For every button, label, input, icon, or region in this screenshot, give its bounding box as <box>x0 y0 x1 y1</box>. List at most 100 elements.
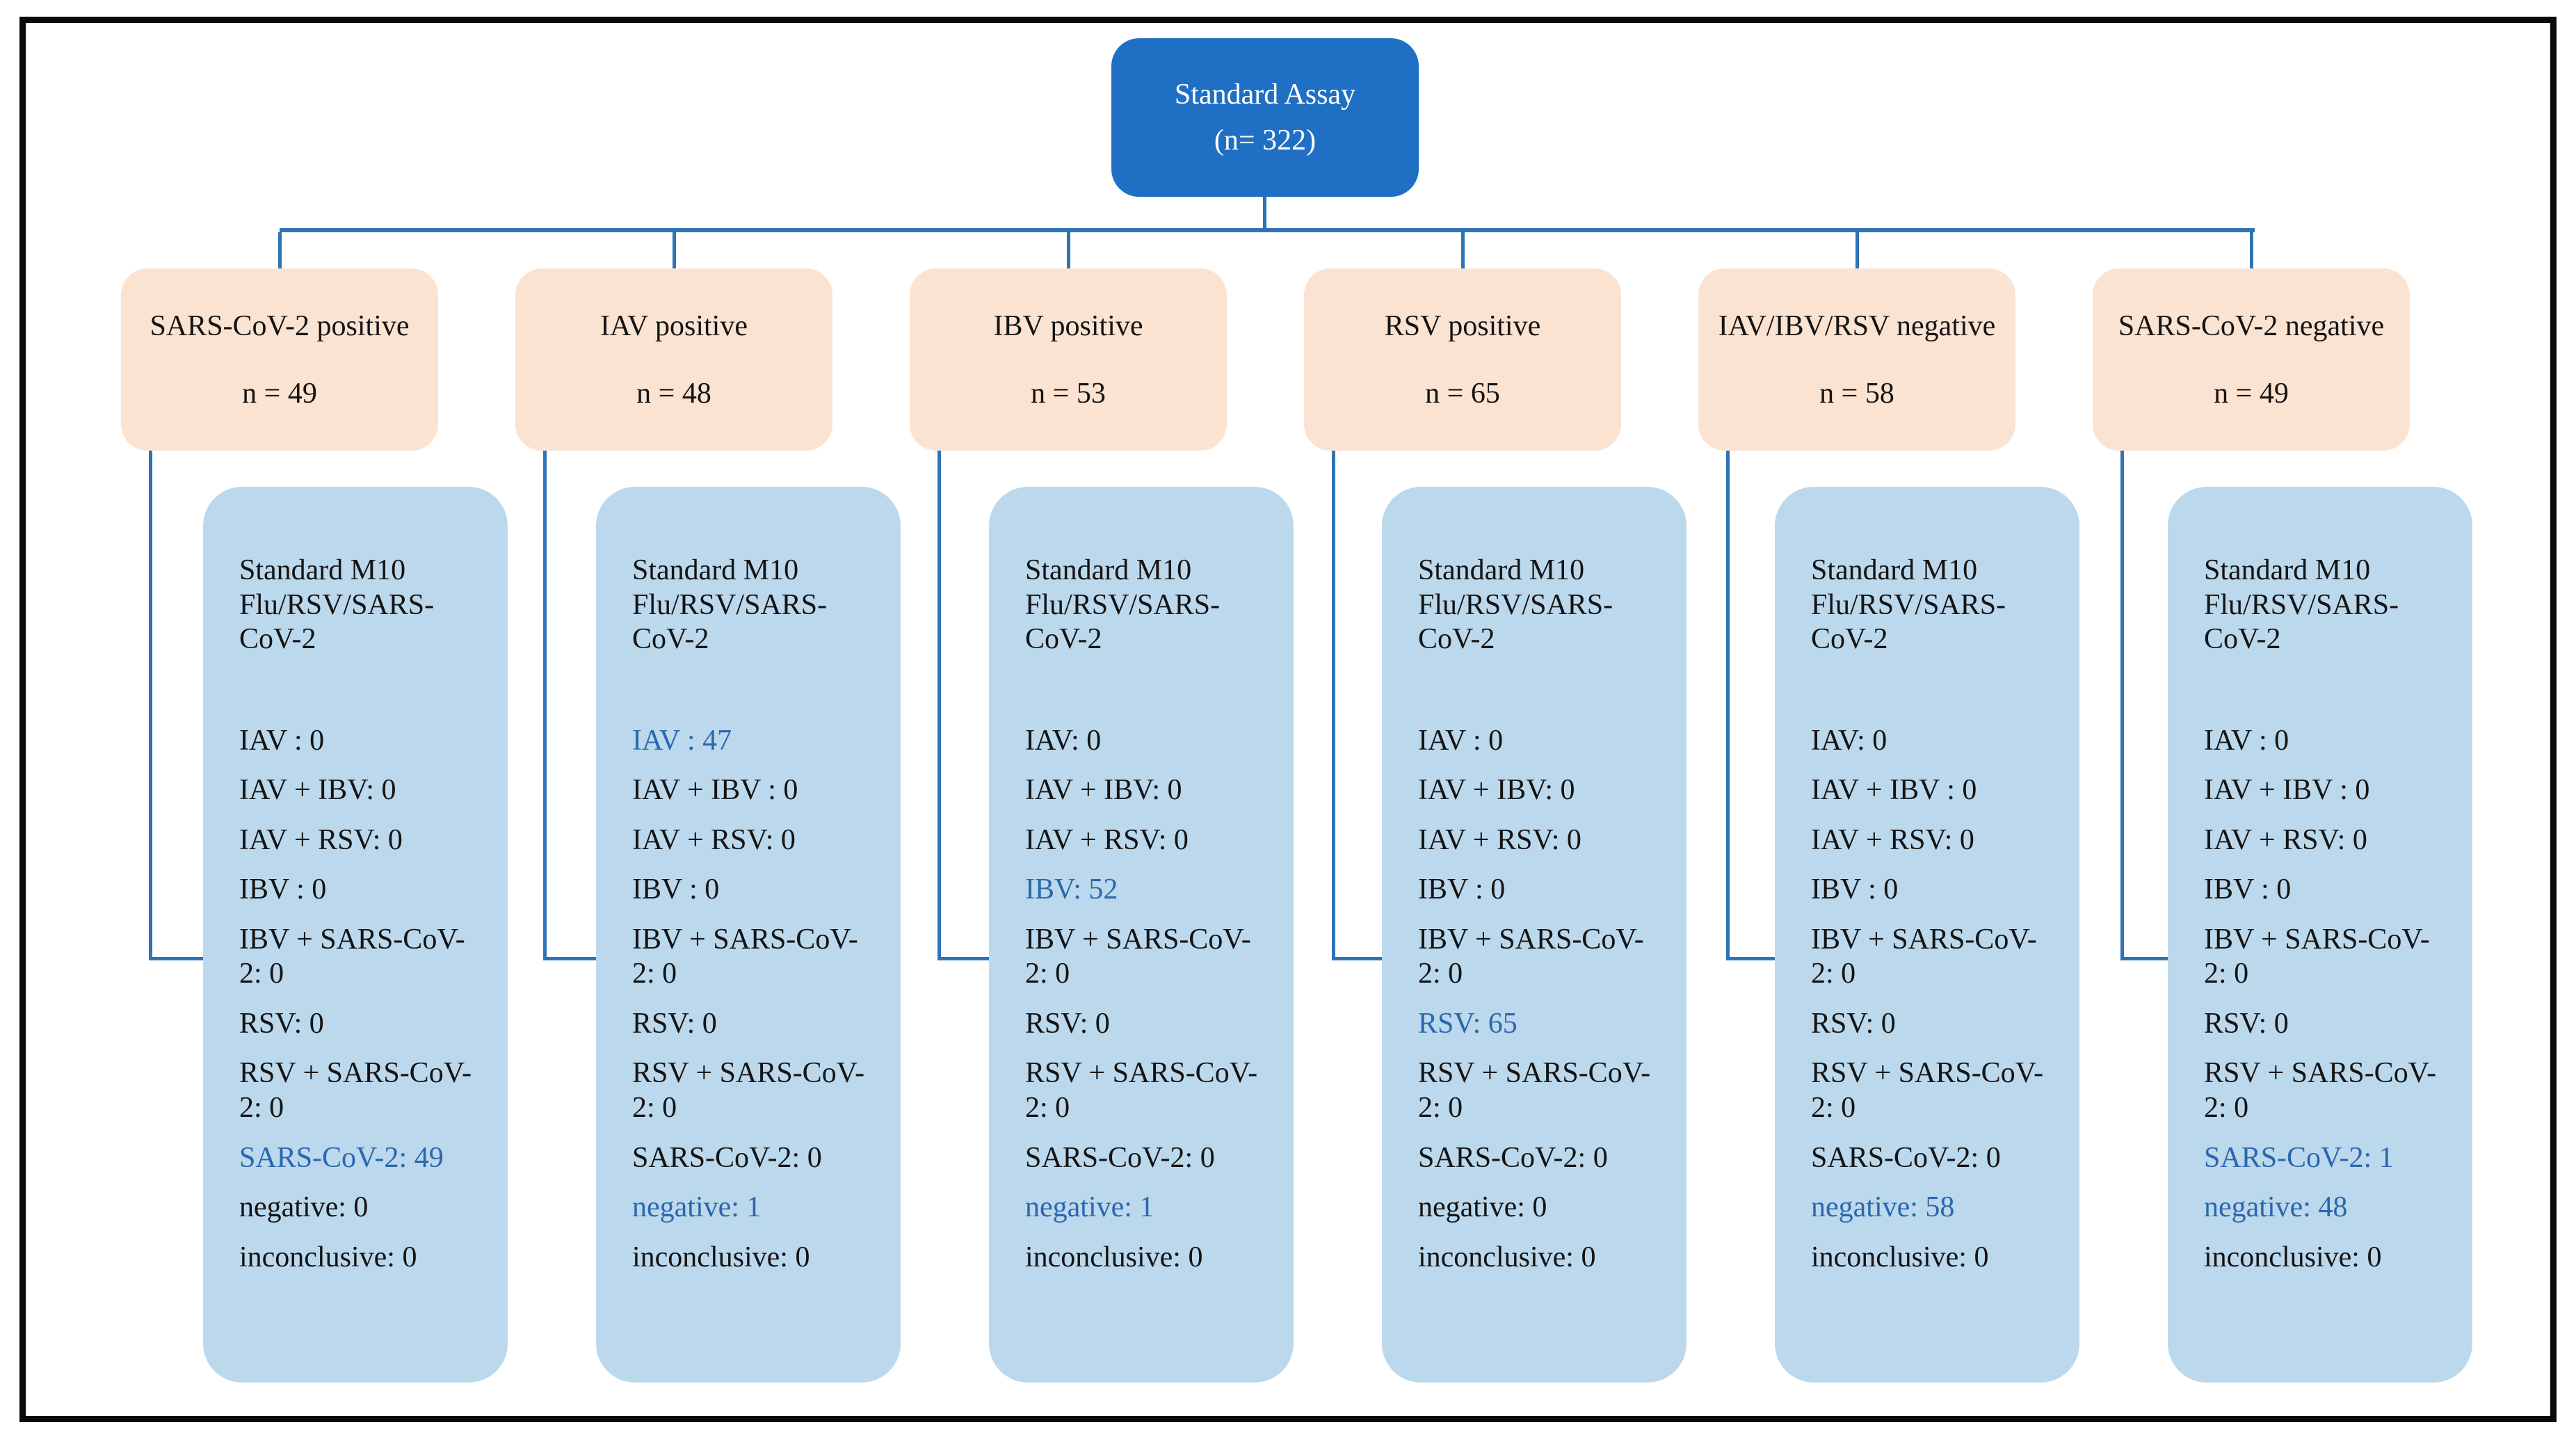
branch-label: SARS-CoV-2 positive <box>150 309 410 342</box>
branch-label: IBV positive <box>993 309 1143 342</box>
result-line: IAV : 0 <box>1418 724 1504 757</box>
connector-line <box>1855 232 1859 268</box>
assay-name: Standard M10 Flu/RSV/SARS-CoV-2 <box>239 554 435 656</box>
result-line: RSV + SARS-CoV-2: 0 <box>239 1057 472 1125</box>
result-line: RSV: 0 <box>2204 1007 2289 1040</box>
branch-label: IAV positive <box>600 309 748 342</box>
connector-line <box>1067 232 1070 268</box>
result-line: negative: 1 <box>632 1191 762 1224</box>
result-line: SARS-CoV-2: 0 <box>632 1141 822 1174</box>
result-line: SARS-CoV-2: 0 <box>1025 1141 1215 1174</box>
result-line: negative: 0 <box>1418 1191 1547 1224</box>
result-line: RSV + SARS-CoV-2: 0 <box>1811 1057 2044 1125</box>
result-line: RSV: 0 <box>239 1007 324 1040</box>
result-line: inconclusive: 0 <box>2204 1241 2382 1273</box>
result-line: IAV: 0 <box>1025 724 1102 757</box>
result-line: negative: 1 <box>1025 1191 1154 1224</box>
result-line: IBV + SARS-CoV-2: 0 <box>632 923 858 990</box>
result-line: IAV: 0 <box>1811 724 1887 757</box>
branch-node-sars-cov-2-positive: SARS-CoV-2 positive n = 49 <box>121 268 438 451</box>
result-line: IBV : 0 <box>1811 873 1899 906</box>
connector-line <box>1332 451 1335 960</box>
result-line: RSV + SARS-CoV-2: 0 <box>1418 1057 1651 1125</box>
connector-line <box>543 451 547 960</box>
connector-line <box>280 228 2255 232</box>
root-node-title: Standard Assay <box>1174 78 1356 111</box>
result-line: IAV + RSV: 0 <box>1025 823 1189 856</box>
result-line: negative: 58 <box>1811 1191 1955 1224</box>
connector-line <box>1263 197 1266 230</box>
connector-line <box>149 957 203 960</box>
result-line: negative: 48 <box>2204 1191 2348 1224</box>
root-node-count: (n= 322) <box>1214 124 1317 156</box>
result-line: IBV : 0 <box>239 873 327 906</box>
result-line: IAV + RSV: 0 <box>2204 823 2367 856</box>
branch-node-ibv-positive: IBV positive n = 53 <box>910 268 1227 451</box>
result-line: IAV + RSV: 0 <box>1811 823 1974 856</box>
result-line: inconclusive: 0 <box>239 1241 417 1273</box>
result-line: IBV + SARS-CoV-2: 0 <box>1811 923 2037 990</box>
result-line: IBV : 0 <box>1418 873 1506 906</box>
result-line: IAV + IBV: 0 <box>239 774 396 807</box>
branch-sample-count: n = 48 <box>636 378 711 410</box>
connector-line <box>1461 232 1465 268</box>
result-line: SARS-CoV-2: 49 <box>239 1141 444 1174</box>
connector-line <box>2250 232 2253 268</box>
result-line: IAV + RSV: 0 <box>632 823 796 856</box>
connector-line <box>149 451 152 960</box>
result-line: IAV + IBV : 0 <box>1811 774 1977 807</box>
branch-node-iav-ibv-rsv-negative: IAV/IBV/RSV negative n = 58 <box>1698 268 2015 451</box>
connector-line <box>1726 451 1730 960</box>
branch-label: RSV positive <box>1384 309 1541 342</box>
branch-node-rsv-positive: RSV positive n = 65 <box>1304 268 1621 451</box>
branch-sample-count: n = 49 <box>2214 378 2289 410</box>
result-line: IAV : 0 <box>239 724 325 757</box>
result-line: IBV + SARS-CoV-2: 0 <box>239 923 465 990</box>
assay-name: Standard M10 Flu/RSV/SARS-CoV-2 <box>632 554 828 656</box>
result-line: IAV : 0 <box>2204 724 2289 757</box>
result-line: IBV : 0 <box>2204 873 2292 906</box>
assay-name: Standard M10 Flu/RSV/SARS-CoV-2 <box>1025 554 1221 656</box>
connector-line <box>1332 957 1382 960</box>
connector-line <box>543 957 596 960</box>
connector-line <box>673 232 676 268</box>
branch-node-iav-positive: IAV positive n = 48 <box>515 268 832 451</box>
result-line: inconclusive: 0 <box>632 1241 810 1273</box>
result-line: IBV: 52 <box>1025 873 1118 906</box>
branch-label: IAV/IBV/RSV negative <box>1718 309 1996 342</box>
result-line: RSV + SARS-CoV-2: 0 <box>632 1057 865 1125</box>
branch-label: SARS-CoV-2 negative <box>2118 309 2385 342</box>
assay-name: Standard M10 Flu/RSV/SARS-CoV-2 <box>1811 554 2006 656</box>
result-line: negative: 0 <box>239 1191 369 1224</box>
assay-name: Standard M10 Flu/RSV/SARS-CoV-2 <box>2204 554 2399 656</box>
connector-line <box>2120 957 2168 960</box>
result-line: inconclusive: 0 <box>1418 1241 1596 1273</box>
result-line: SARS-CoV-2: 1 <box>2204 1141 2394 1174</box>
result-line: inconclusive: 0 <box>1811 1241 1989 1273</box>
connector-line <box>937 957 989 960</box>
result-line: IAV + RSV: 0 <box>239 823 403 856</box>
result-line: IAV + IBV: 0 <box>1025 774 1182 807</box>
assay-name: Standard M10 Flu/RSV/SARS-CoV-2 <box>1418 554 1613 656</box>
result-line: SARS-CoV-2: 0 <box>1811 1141 2001 1174</box>
result-line: IAV + IBV : 0 <box>2204 774 2370 807</box>
connector-line <box>278 232 282 268</box>
branch-sample-count: n = 49 <box>242 378 317 410</box>
result-line: IBV + SARS-CoV-2: 0 <box>1025 923 1251 990</box>
branch-sample-count: n = 53 <box>1031 378 1106 410</box>
branch-sample-count: n = 65 <box>1425 378 1500 410</box>
result-line: RSV: 0 <box>1025 1007 1110 1040</box>
connector-line <box>1726 957 1775 960</box>
result-line: inconclusive: 0 <box>1025 1241 1203 1273</box>
result-line: IBV + SARS-CoV-2: 0 <box>2204 923 2430 990</box>
result-line: RSV + SARS-CoV-2: 0 <box>1025 1057 1258 1125</box>
result-line: IBV : 0 <box>632 873 720 906</box>
branch-sample-count: n = 58 <box>1819 378 1894 410</box>
